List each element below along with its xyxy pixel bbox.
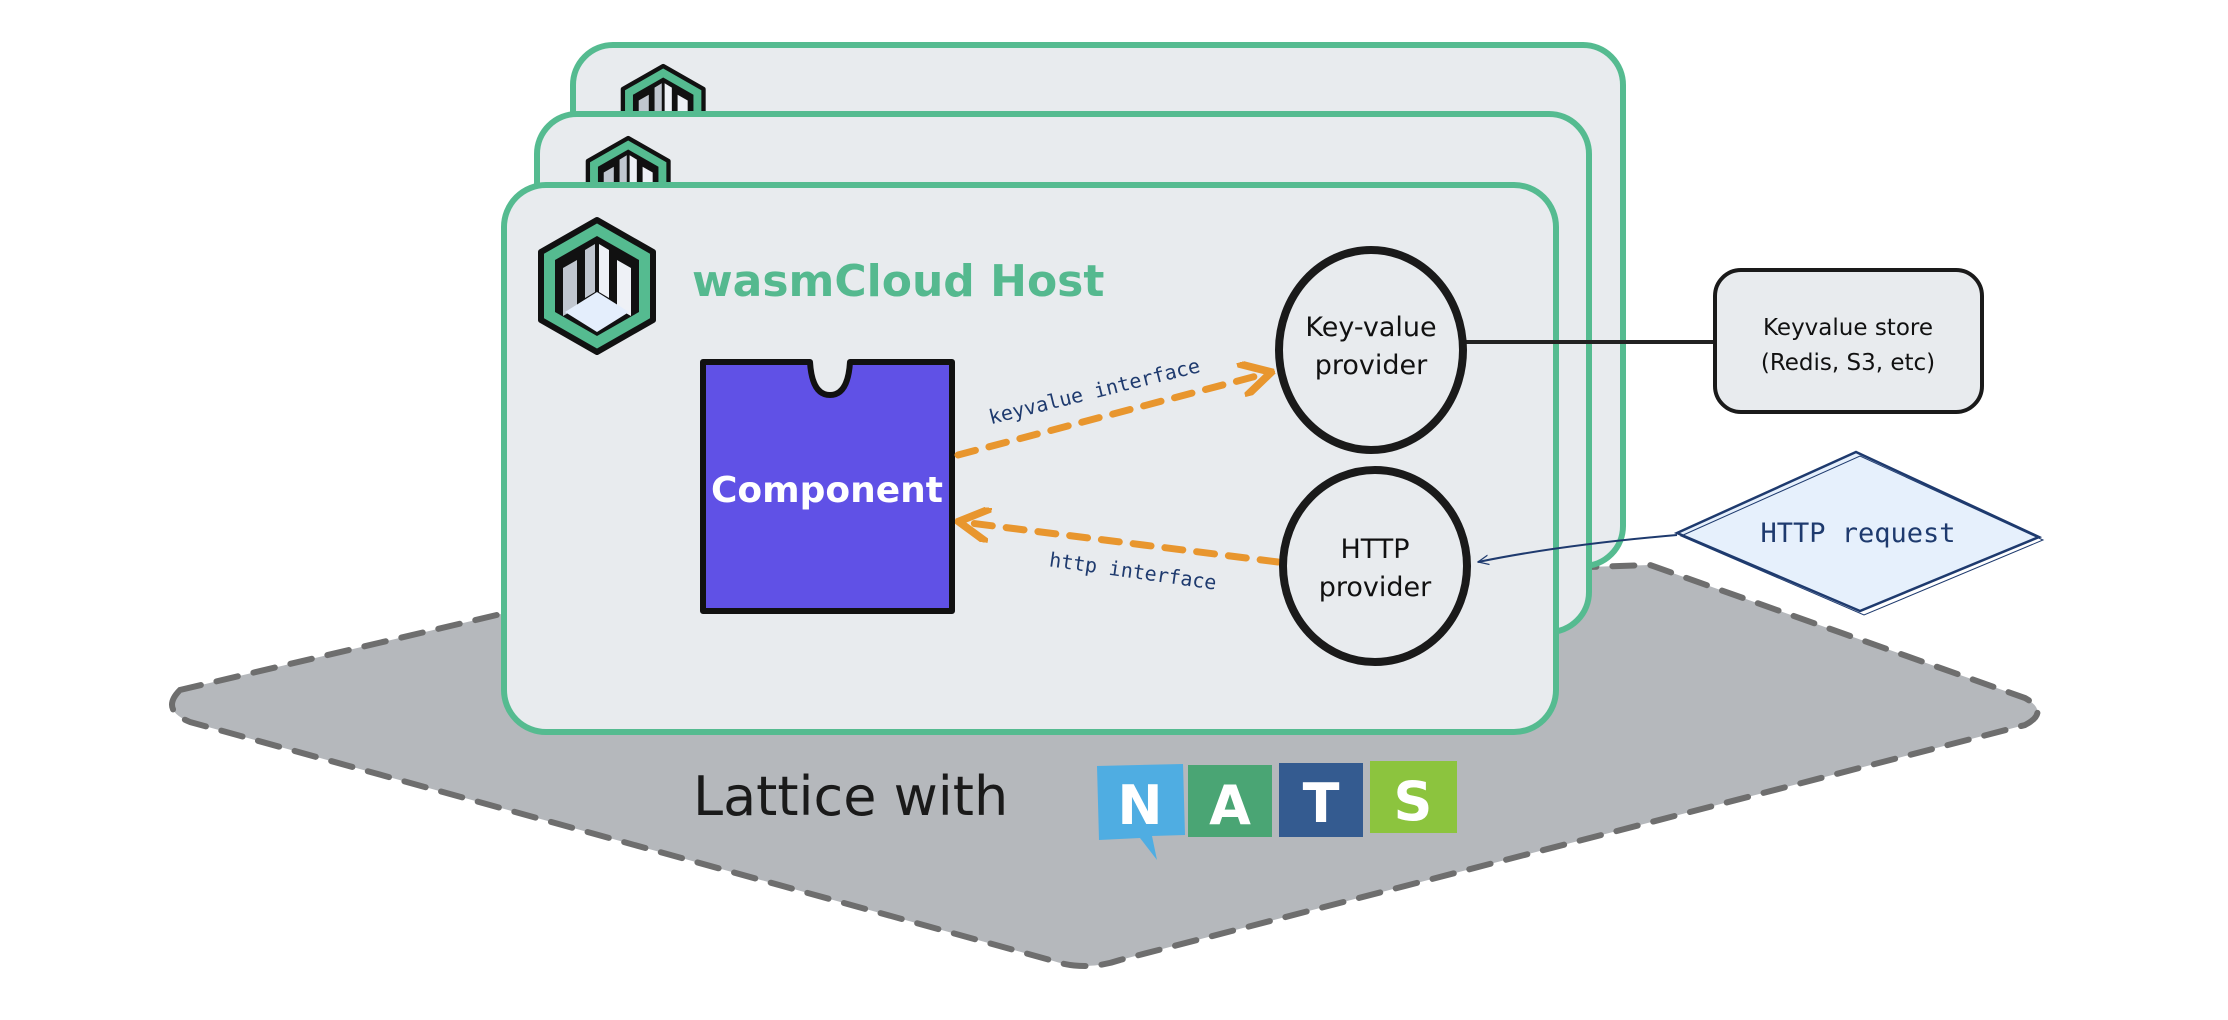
- keyvalue-provider[interactable]: Key-value provider: [1275, 246, 1467, 454]
- nats-letter-t: T: [1303, 772, 1340, 835]
- wasmcloud-logo-icon: [541, 220, 653, 352]
- http-provider-line2: provider: [1319, 572, 1432, 603]
- component-label: Component: [711, 470, 943, 511]
- nats-letter-n: N: [1117, 774, 1162, 837]
- component-box[interactable]: Component: [700, 359, 955, 614]
- http-request-arrow: [1478, 534, 1678, 562]
- keyvalue-provider-line1: Key-value: [1305, 312, 1436, 343]
- http-interface-arrow: [962, 522, 1282, 566]
- host-title: wasmCloud Host: [692, 256, 1104, 307]
- http-provider[interactable]: HTTP provider: [1279, 466, 1471, 666]
- keyvalue-store-line2: (Redis, S3, etc): [1761, 350, 1935, 376]
- nats-letter-a: A: [1209, 774, 1251, 837]
- http-request-diamond: HTTP request: [1673, 450, 2045, 616]
- keyvalue-store-box: Keyvalue store (Redis, S3, etc): [1713, 268, 1984, 414]
- nats-letter-s: S: [1394, 770, 1433, 833]
- keyvalue-store-line1: Keyvalue store: [1763, 315, 1933, 341]
- http-provider-line1: HTTP: [1340, 534, 1409, 565]
- keyvalue-provider-line2: provider: [1315, 350, 1428, 381]
- http-request-label: HTTP request: [1760, 518, 1955, 549]
- nats-logo: N A T S: [1097, 761, 1457, 860]
- keyvalue-interface-arrow: [954, 373, 1268, 459]
- lattice-label: Lattice with: [693, 765, 1008, 828]
